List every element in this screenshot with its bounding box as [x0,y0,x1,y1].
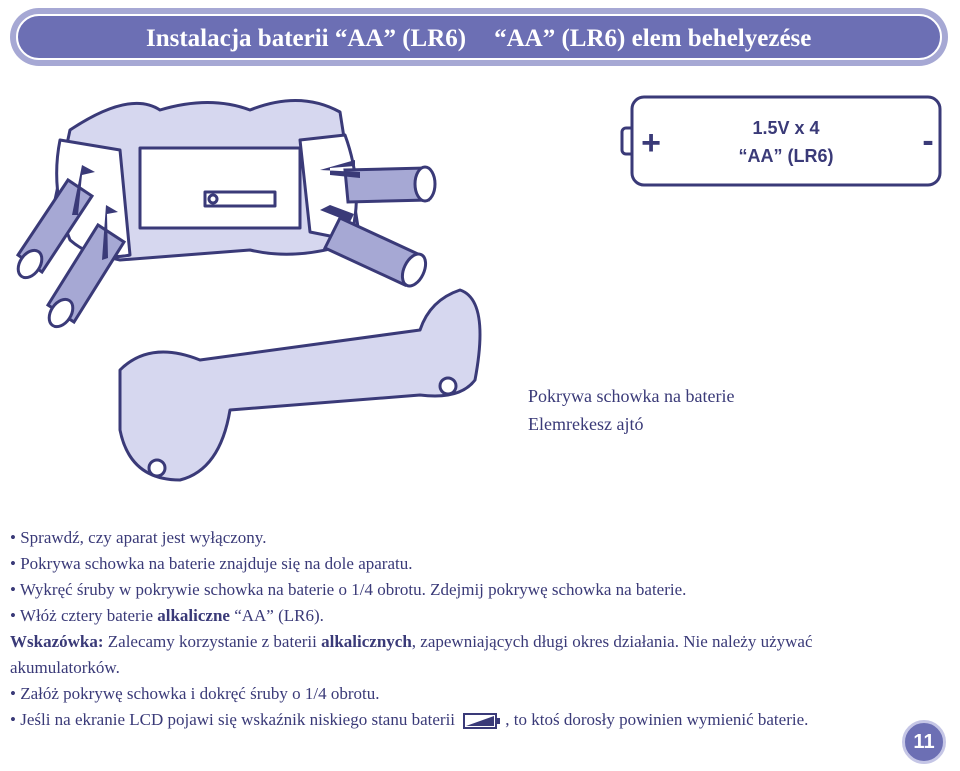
camera-body [53,99,362,262]
instruction-2-text: Pokrywa schowka na baterie znajduje się … [20,554,413,573]
instruction-6-pre: Jeśli na ekranie LCD pojawi się wskaźnik… [20,710,460,729]
low-battery-icon [463,713,501,730]
instruction-4: Włóż cztery baterie alkaliczne “AA” (LR6… [10,603,910,629]
battery-voltage-label: 1.5V x 4 [752,118,819,138]
caption-hungarian: Elemrekesz ajtó [528,414,644,434]
instruction-6-post: , to ktoś dorosły powinien wymienić bate… [505,710,809,729]
battery-right-1 [343,165,437,204]
page-number: 11 [902,720,946,764]
instruction-5: Załóż pokrywę schowka i dokręć śruby o 1… [10,681,910,707]
battery-cover [118,288,482,482]
instruction-1-text: Sprawdź, czy aparat jest wyłączony. [20,528,267,547]
instruction-1: Sprawdź, czy aparat jest wyłączony. [10,525,910,551]
battery-right-2 [322,216,428,288]
tip-post: , zapewniających długi okres działania. … [10,632,813,677]
instruction-6: Jeśli na ekranie LCD pojawi się wskaźnik… [10,707,910,733]
battery-installation-illustration: + - 1.5V x 4 “AA” (LR6) [15,95,942,482]
instruction-2: Pokrywa schowka na baterie znajduje się … [10,551,910,577]
instruction-4-pre: Włóż cztery baterie [19,606,158,625]
instruction-3: Wykręć śruby w pokrywie schowka na bater… [10,577,910,603]
cover-caption: Pokrywa schowka na baterie Elemrekesz aj… [528,382,734,438]
battery-plus-sign: + [641,124,661,162]
instructions: Sprawdź, czy aparat jest wyłączony. Pokr… [10,525,910,733]
title-banner-inner: Instalacja baterii “AA” (LR6) “AA” (LR6) … [16,14,942,60]
battery-left-1 [15,177,95,280]
title-banner: Instalacja baterii “AA” (LR6) “AA” (LR6) … [10,8,948,66]
battery-type-label: “AA” (LR6) [739,146,834,166]
instruction-4-bold: alkaliczne [157,606,230,625]
battery-spec-box: + - 1.5V x 4 “AA” (LR6) [620,95,942,187]
title-hungarian: “AA” (LR6) elem behelyezése [494,25,812,52]
title-polish: Instalacja baterii “AA” (LR6) [146,25,467,52]
tip-pre: Zalecamy korzystanie z baterii [103,632,322,651]
tip-bold: alkalicznych [321,632,412,651]
instruction-4-post: “AA” (LR6). [229,606,324,625]
page-title: Instalacja baterii “AA” (LR6) “AA” (LR6) … [146,25,839,53]
tip: Wskazówka: Zalecamy korzystanie z bateri… [10,629,910,681]
tip-label: Wskazówka: [10,632,104,651]
instruction-5-text: Załóż pokrywę schowka i dokręć śruby o 1… [20,684,380,703]
caption-polish: Pokrywa schowka na baterie [528,386,735,406]
battery-minus-sign: - [922,122,933,160]
instruction-3-text: Wykręć śruby w pokrywie schowka na bater… [19,580,687,599]
insert-arrows [72,160,360,260]
